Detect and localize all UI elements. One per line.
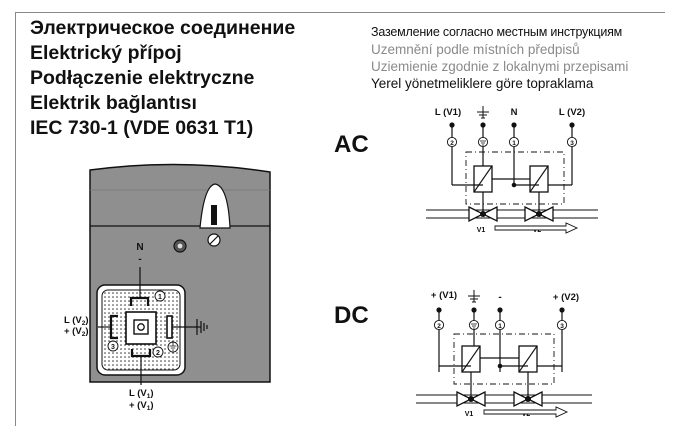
- socket-label-l-v1: L (V1): [129, 388, 154, 400]
- socket-pin-3-number: 3: [111, 344, 115, 351]
- heading-standard: IEC 730-1 (VDE 0631 T1): [30, 117, 254, 139]
- dc-pin-2: 2: [437, 323, 441, 330]
- ac-pin-3: 3: [570, 140, 574, 147]
- cable-gland: [199, 183, 231, 247]
- grounding-note-pl: Uziemienie zgodnie z lokalnymi przepisam…: [371, 59, 629, 74]
- dc-ground-icon: [468, 290, 480, 303]
- grounding-note-ru: Заземление согласно местным инструкциям: [371, 25, 623, 39]
- dc-valve-v2: V2: [522, 411, 531, 418]
- frame-top-line: [15, 12, 665, 13]
- dc-terminal-minus: -: [498, 292, 501, 303]
- dc-terminal-plus-v1: + (V1): [431, 290, 457, 301]
- ac-terminal-l-v1: L (V1): [435, 107, 461, 118]
- heading-tr: Elektrik bağlantısı: [30, 92, 197, 114]
- dc-valve-v1: V1: [465, 411, 474, 418]
- socket-ground-icon: [196, 319, 208, 335]
- ac-schematic: L (V1) N L (V2) 2 1 3: [426, 106, 598, 234]
- ac-pin-1: 1: [512, 140, 516, 147]
- ac-terminal-l-v2: L (V2): [559, 107, 585, 118]
- socket-label-plus-v2: + (V2): [64, 326, 88, 338]
- frame-left-line: [15, 12, 16, 426]
- socket-label-l-v2: L (V2): [64, 315, 89, 327]
- grounding-note-tr: Yerel yönetmeliklere göre topraklama: [371, 76, 594, 91]
- heading-pl: Podłączenie elektryczne: [30, 67, 255, 89]
- socket-label-plus-v1: + (V1): [129, 400, 153, 412]
- socket-pin-2-number: 2: [156, 350, 160, 357]
- ac-valve-v1: V1: [477, 227, 486, 234]
- dc-schematic: + (V1) - + (V2) 2 1 3: [416, 290, 592, 418]
- dc-terminal-plus-v2: + (V2): [553, 292, 579, 303]
- grounding-note-cs: Uzemnění podle místních předpisů: [371, 42, 580, 57]
- ac-terminal-n: N: [511, 107, 518, 118]
- heading-block: Электрическое соединение Elektrický příp…: [30, 16, 295, 141]
- connector-socket: 1 2 3: [96, 284, 186, 376]
- socket-pin-1-number: 1: [158, 294, 162, 301]
- ac-valve-v2: V2: [533, 227, 542, 234]
- dc-flow-arrow-icon: [483, 406, 569, 418]
- dc-pin-3: 3: [560, 323, 564, 330]
- dc-title: DC: [334, 302, 369, 329]
- ac-title: AC: [334, 131, 369, 158]
- grounding-notes: Заземление согласно местным инструкциям …: [371, 24, 628, 92]
- socket-label-n: N: [136, 242, 143, 253]
- dc-pin-1: 1: [498, 323, 502, 330]
- ac-ground-icon: [477, 106, 489, 119]
- socket-label-n-sign: -: [138, 254, 141, 265]
- ac-flow-arrow-icon: [494, 222, 579, 234]
- heading-cs: Elektrický přípoj: [30, 42, 182, 64]
- heading-ru: Электрическое соединение: [30, 17, 296, 39]
- ac-pin-2: 2: [450, 140, 454, 147]
